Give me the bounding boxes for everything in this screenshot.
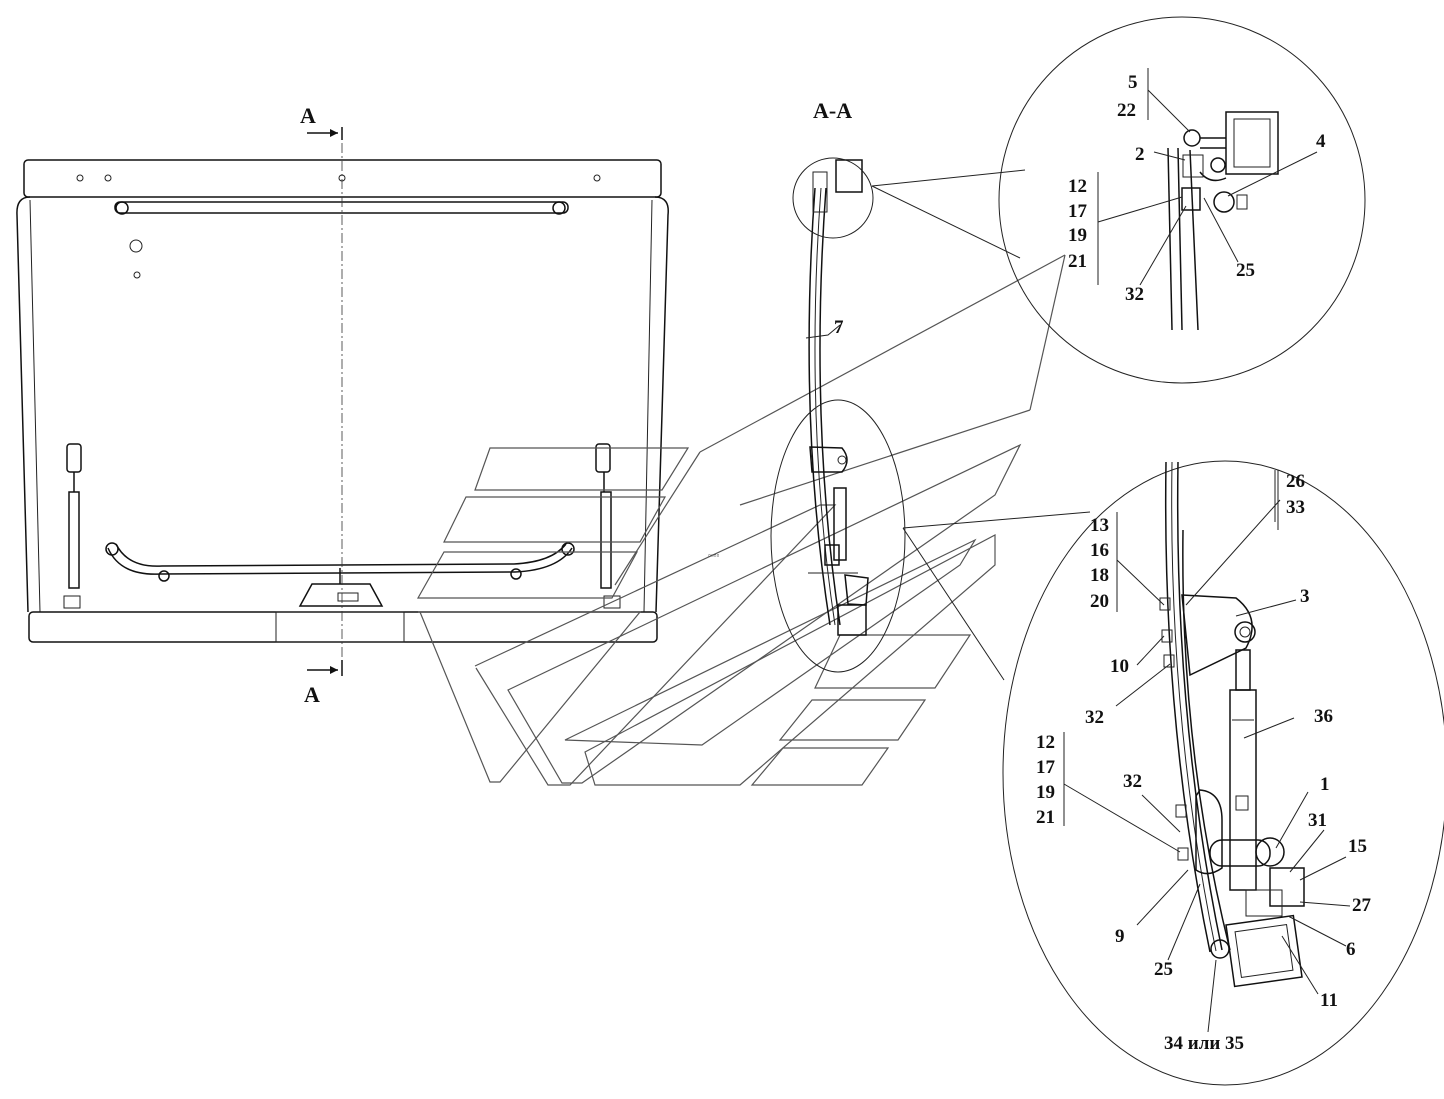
callout-3: 3 bbox=[1300, 586, 1310, 607]
callout-20: 20 bbox=[1090, 591, 1109, 612]
callout-16: 16 bbox=[1090, 540, 1109, 561]
callout-33: 33 bbox=[1286, 497, 1305, 518]
callout-21b: 21 bbox=[1036, 807, 1055, 828]
callout-6: 6 bbox=[1346, 939, 1356, 960]
callout-5: 5 bbox=[1128, 72, 1138, 93]
callout-27: 27 bbox=[1352, 895, 1372, 916]
callout-21: 21 bbox=[1068, 251, 1087, 272]
callout-19: 19 bbox=[1068, 225, 1087, 246]
callout-32a: 32 bbox=[1085, 707, 1104, 728]
callout-32b: 32 bbox=[1123, 771, 1142, 792]
callout-12: 12 bbox=[1068, 176, 1087, 197]
section-title: А-А bbox=[813, 98, 852, 123]
callout-34: 34 или 35 bbox=[1164, 1033, 1244, 1054]
hood-outline-graphic: ▫▫▫▫ bbox=[416, 254, 1066, 786]
callout-36: 36 bbox=[1314, 706, 1333, 727]
callout-25b: 25 bbox=[1154, 959, 1173, 980]
callout-4: 4 bbox=[1316, 131, 1326, 152]
callout-18: 18 bbox=[1090, 565, 1109, 586]
callout-26: 26 bbox=[1286, 471, 1305, 492]
callout-1: 1 bbox=[1320, 774, 1330, 795]
svg-text:▫▫▫▫: ▫▫▫▫ bbox=[708, 551, 720, 560]
callout-13: 13 bbox=[1090, 515, 1109, 536]
front-view bbox=[16, 127, 669, 676]
bottom-detail bbox=[902, 460, 1444, 1086]
section-view bbox=[770, 157, 906, 673]
callout-10: 10 bbox=[1110, 656, 1129, 677]
callout-17b: 17 bbox=[1036, 757, 1056, 778]
callout-group-bars bbox=[1063, 68, 1276, 826]
callout-9: 9 bbox=[1115, 926, 1125, 947]
callout-17: 17 bbox=[1068, 201, 1088, 222]
callout-25: 25 bbox=[1236, 260, 1255, 281]
top-detail bbox=[871, 16, 1366, 384]
labels: A A А-А 7 5 22 2 4 12 17 19 21 32 25 26 … bbox=[300, 72, 1372, 1054]
callout-22: 22 bbox=[1117, 100, 1136, 121]
callout-12b: 12 bbox=[1036, 732, 1055, 753]
callout-2: 2 bbox=[1135, 144, 1145, 165]
section-letter-top: A bbox=[300, 103, 316, 128]
callout-7: 7 bbox=[834, 317, 844, 338]
callout-19b: 19 bbox=[1036, 782, 1055, 803]
callout-32: 32 bbox=[1125, 284, 1144, 305]
callout-31: 31 bbox=[1308, 810, 1327, 831]
section-letter-bottom: A bbox=[304, 682, 320, 707]
callout-15: 15 bbox=[1348, 836, 1367, 857]
callout-11: 11 bbox=[1320, 990, 1338, 1011]
